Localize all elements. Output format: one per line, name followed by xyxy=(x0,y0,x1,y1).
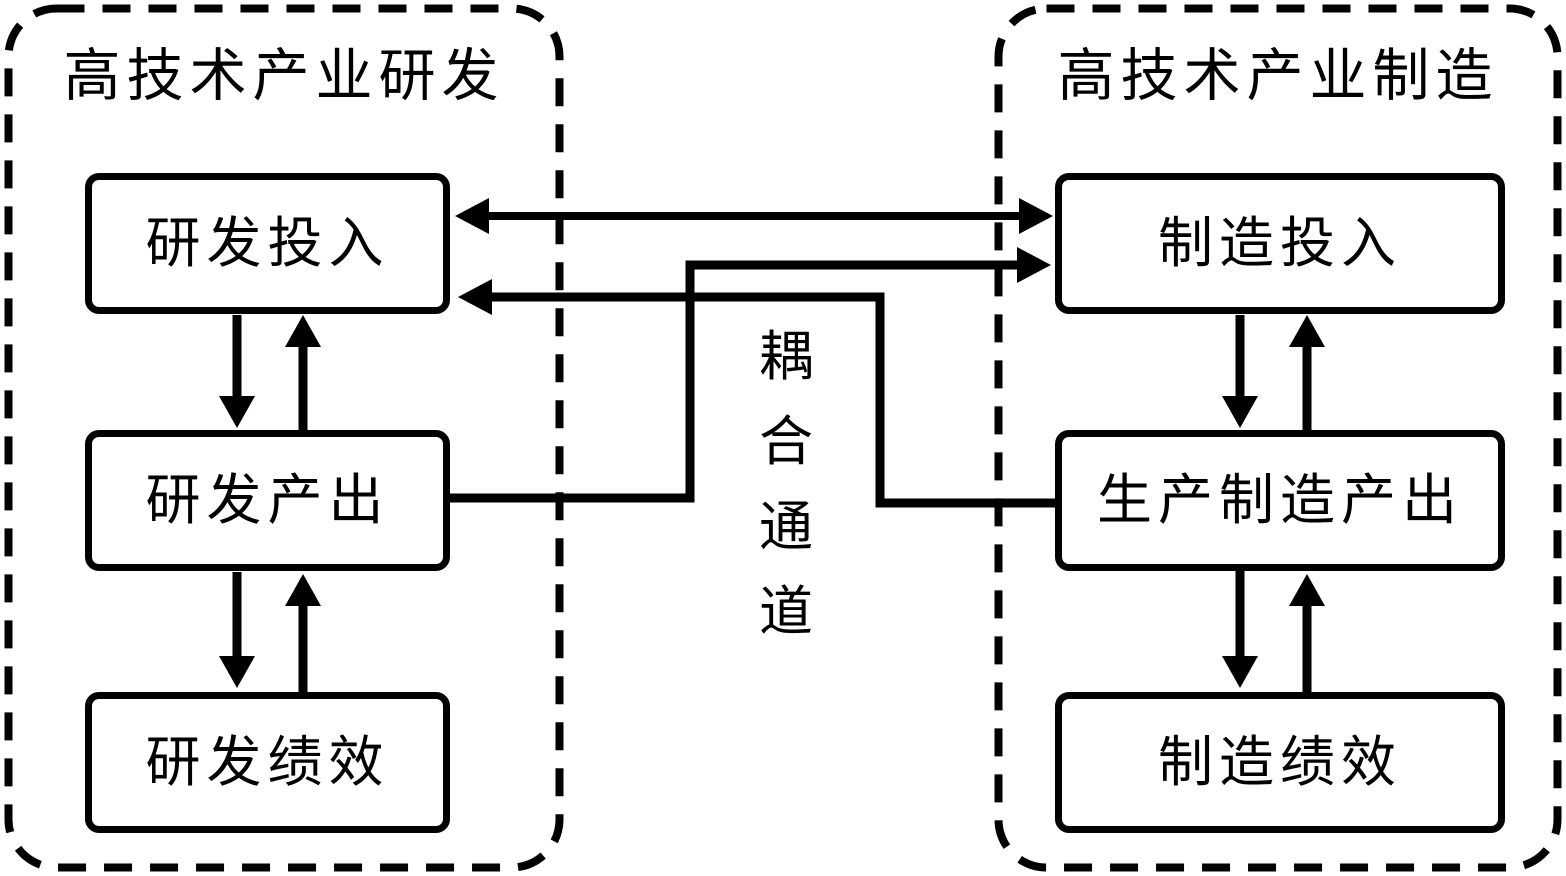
rd-group-border xyxy=(4,4,564,872)
box-rd-performance: 研发绩效 xyxy=(85,692,450,833)
arrow-rd-output-to-rd-input xyxy=(285,315,321,430)
coupling-channel-char-3: 通 xyxy=(759,497,813,557)
arrow-rd-performance-to-rd-output xyxy=(285,574,321,692)
arrow-bidirectional-rd-input-mfg-input xyxy=(455,198,1053,234)
mfg-group-border xyxy=(994,4,1562,872)
mfg-group-title: 高技术产业制造 xyxy=(1057,45,1499,108)
box-mfg-input: 制造投入 xyxy=(1055,173,1505,314)
coupling-channel-char-4: 道 xyxy=(759,582,813,642)
arrow-mfg-input-to-mfg-output xyxy=(1222,315,1258,428)
box-rd-input: 研发投入 xyxy=(85,173,450,314)
arrow-rd-output-to-rd-performance xyxy=(219,572,255,688)
arrow-rd-output-to-mfg-input xyxy=(450,247,1051,503)
rd-group-title: 高技术产业研发 xyxy=(63,45,505,108)
arrow-mfg-output-to-mfg-input xyxy=(1289,315,1325,430)
box-mfg-performance: 制造绩效 xyxy=(1055,692,1505,833)
arrow-mfg-output-to-rd-input xyxy=(458,279,1055,508)
box-production-mfg-output: 生产制造产出 xyxy=(1055,430,1505,571)
coupling-channel-label: 耦 合 通 道 xyxy=(748,330,824,639)
arrow-mfg-output-to-mfg-performance xyxy=(1222,570,1258,688)
coupling-channel-char-2: 合 xyxy=(759,412,813,472)
arrow-mfg-performance-to-mfg-output xyxy=(1289,574,1325,692)
coupling-channel-char-1: 耦 xyxy=(759,327,813,387)
box-rd-output: 研发产出 xyxy=(85,430,450,571)
arrow-rd-input-to-rd-output xyxy=(219,315,255,428)
